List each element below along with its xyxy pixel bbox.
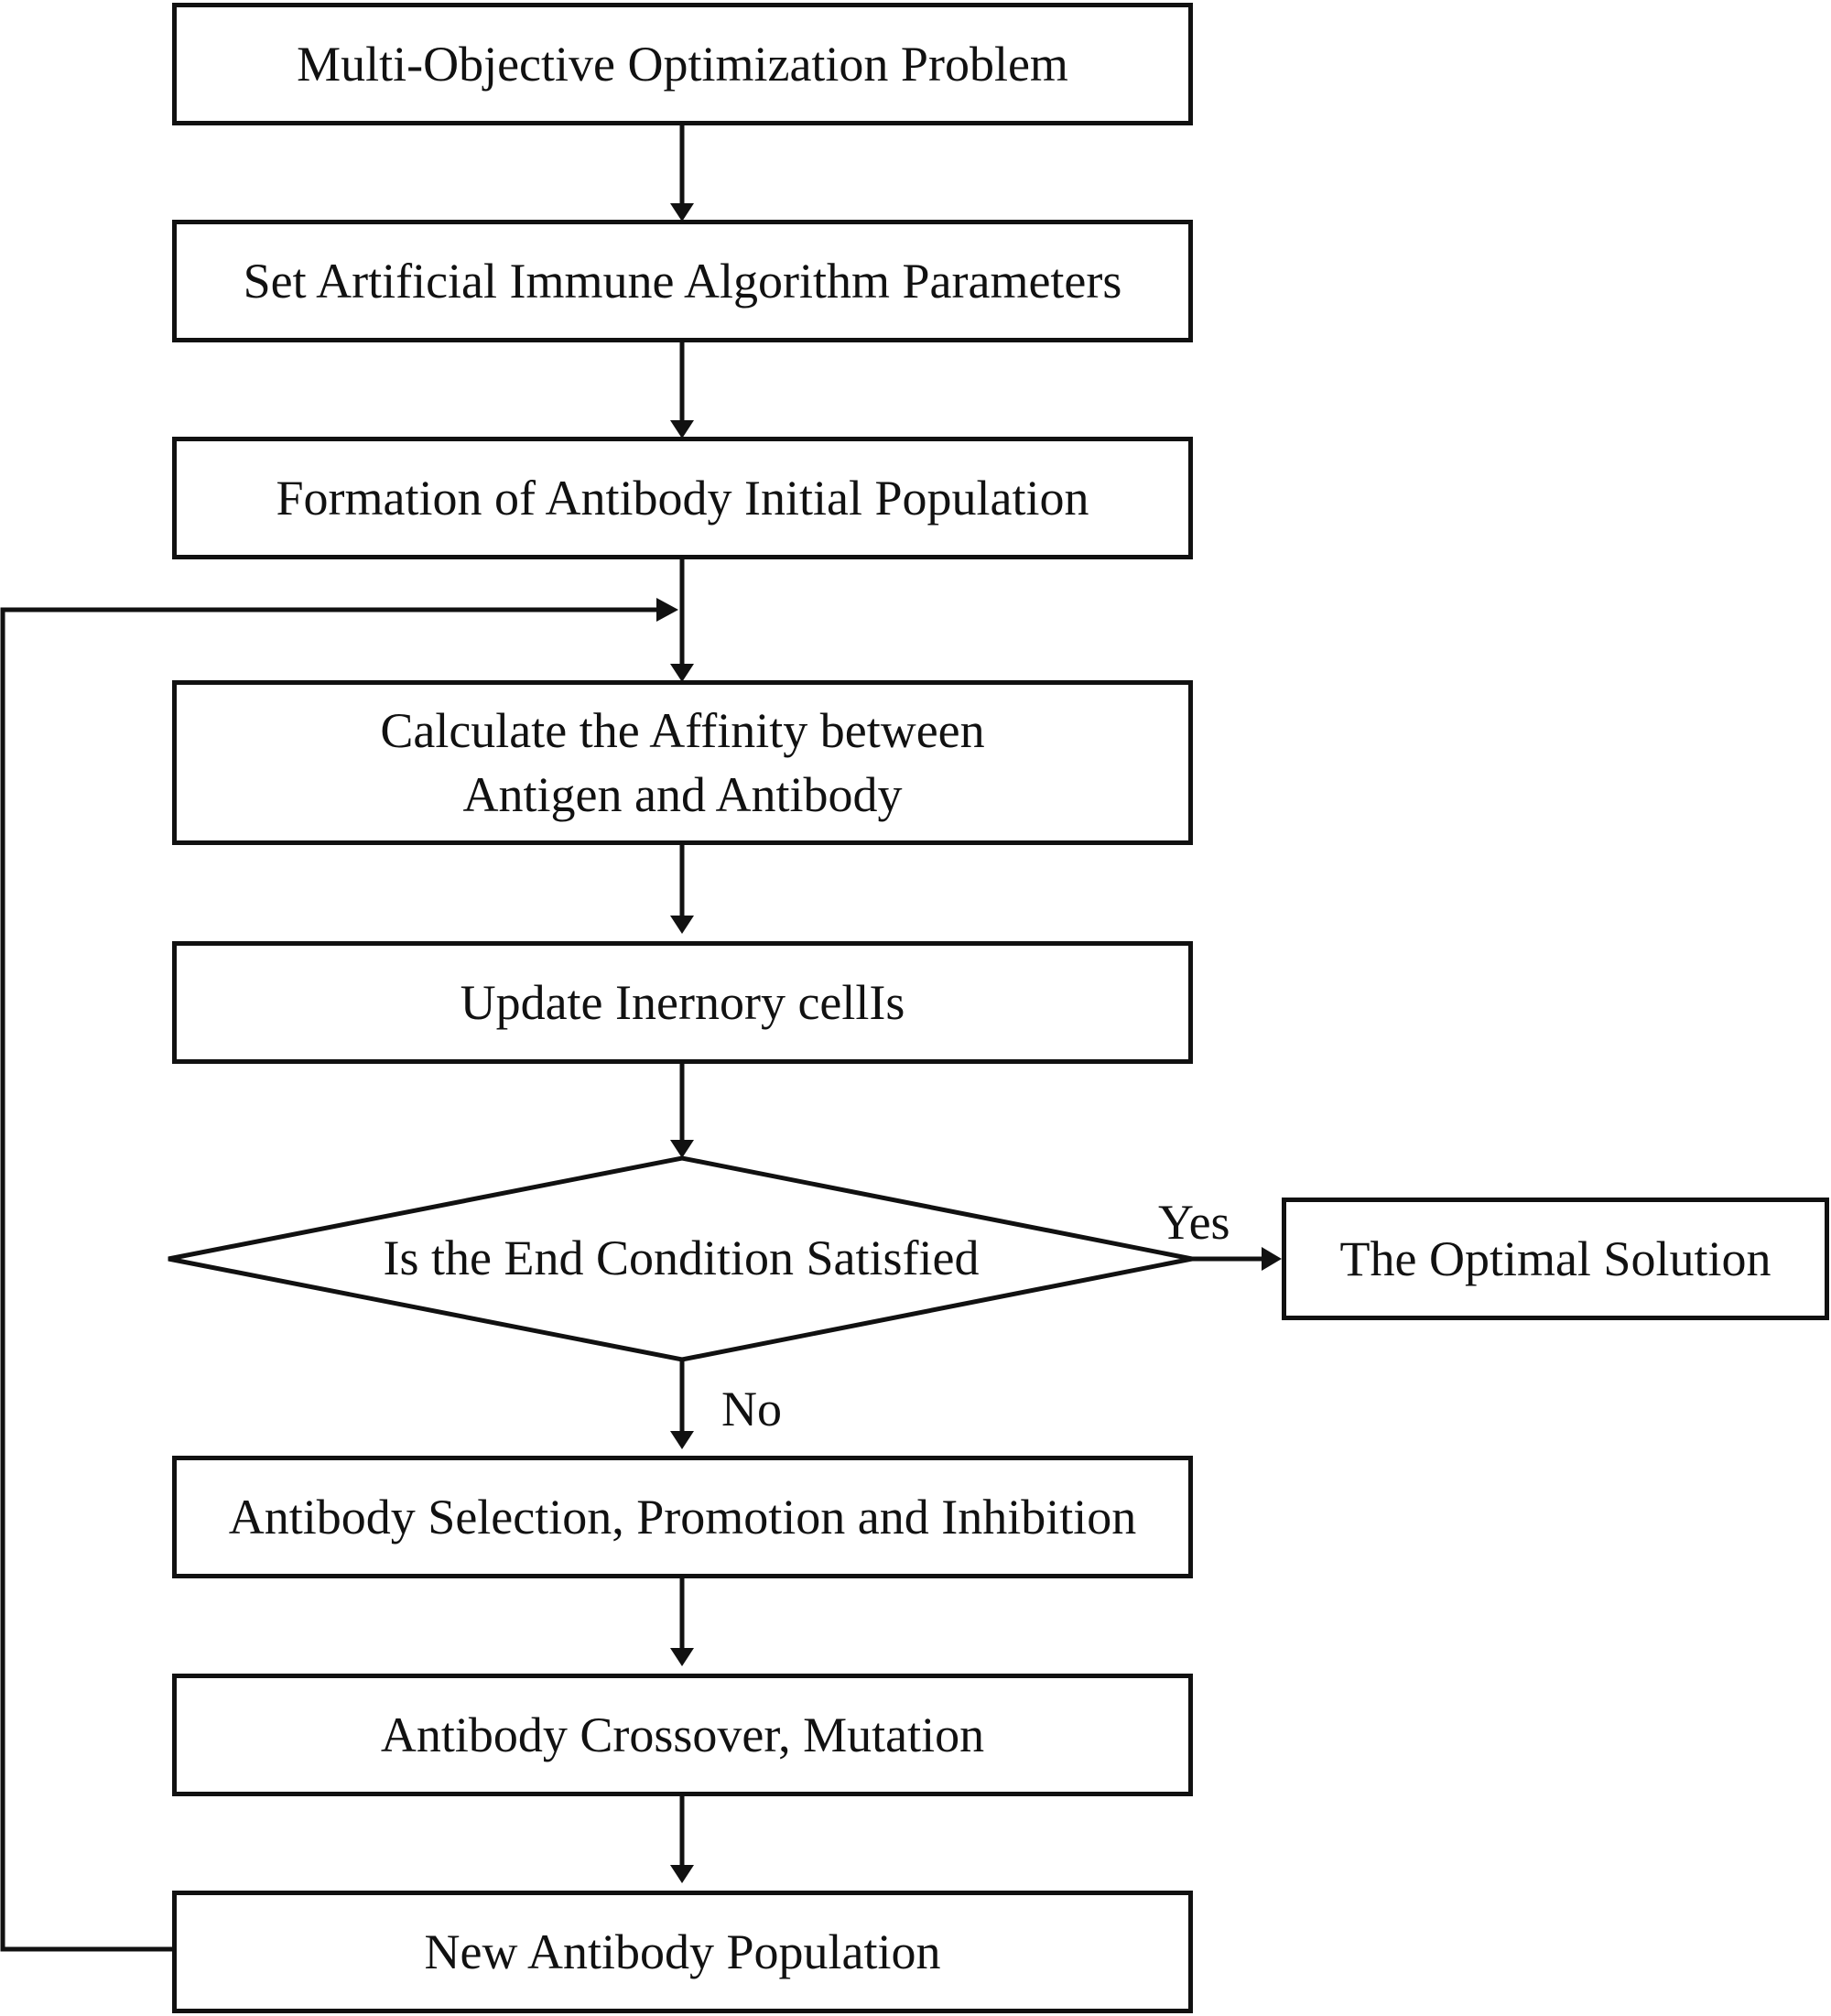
arrowhead — [670, 1431, 694, 1449]
step-update-memory: Update Inernory cellIs — [172, 941, 1193, 1064]
arrowhead — [670, 1648, 694, 1666]
step-optimal-solution-label: The Optimal Solution — [1339, 1230, 1771, 1286]
no-label: No — [721, 1382, 782, 1436]
arrowhead — [670, 916, 694, 934]
step-calculate-affinity-line2: Antigen and Antibody — [462, 767, 903, 822]
step-update-memory-label: Update Inernory cellIs — [460, 974, 905, 1030]
arrowhead — [1262, 1247, 1282, 1271]
decision-label: Is the End Condition Satisfied — [383, 1230, 980, 1285]
step-crossover-mutation-label: Antibody Crossover, Mutation — [380, 1707, 985, 1762]
step-new-population-label: New Antibody Population — [424, 1924, 941, 1979]
step-initial-population: Formation of Antibody Initial Population — [172, 437, 1193, 559]
arrowhead — [670, 1865, 694, 1883]
arrowhead — [670, 420, 694, 439]
step-crossover-mutation: Antibody Crossover, Mutation — [172, 1674, 1193, 1796]
step-optimal-solution: The Optimal Solution — [1282, 1198, 1829, 1320]
step-set-parameters: Set Artificial Immune Algorithm Paramete… — [172, 220, 1193, 342]
step-antibody-selection: Antibody Selection, Promotion and Inhibi… — [172, 1456, 1193, 1578]
arrowhead — [656, 598, 678, 622]
feedback-loop-line — [0, 607, 656, 1952]
step-initial-population-label: Formation of Antibody Initial Population — [276, 470, 1089, 526]
step-new-population: New Antibody Population — [172, 1891, 1193, 2013]
arrowhead — [670, 1140, 694, 1158]
step-calculate-affinity-line1: Calculate the Affinity between — [380, 702, 985, 758]
step-problem-label: Multi-Objective Optimization Problem — [297, 36, 1068, 92]
arrowhead — [670, 664, 694, 682]
step-problem: Multi-Objective Optimization Problem — [172, 3, 1193, 125]
arrowhead — [670, 203, 694, 222]
yes-label: Yes — [1158, 1195, 1230, 1250]
decision-diamond — [168, 1155, 1193, 1362]
step-calculate-affinity: Calculate the Affinity between Antigen a… — [172, 680, 1193, 845]
step-antibody-selection-label: Antibody Selection, Promotion and Inhibi… — [228, 1489, 1137, 1545]
step-set-parameters-label: Set Artificial Immune Algorithm Paramete… — [243, 253, 1122, 309]
